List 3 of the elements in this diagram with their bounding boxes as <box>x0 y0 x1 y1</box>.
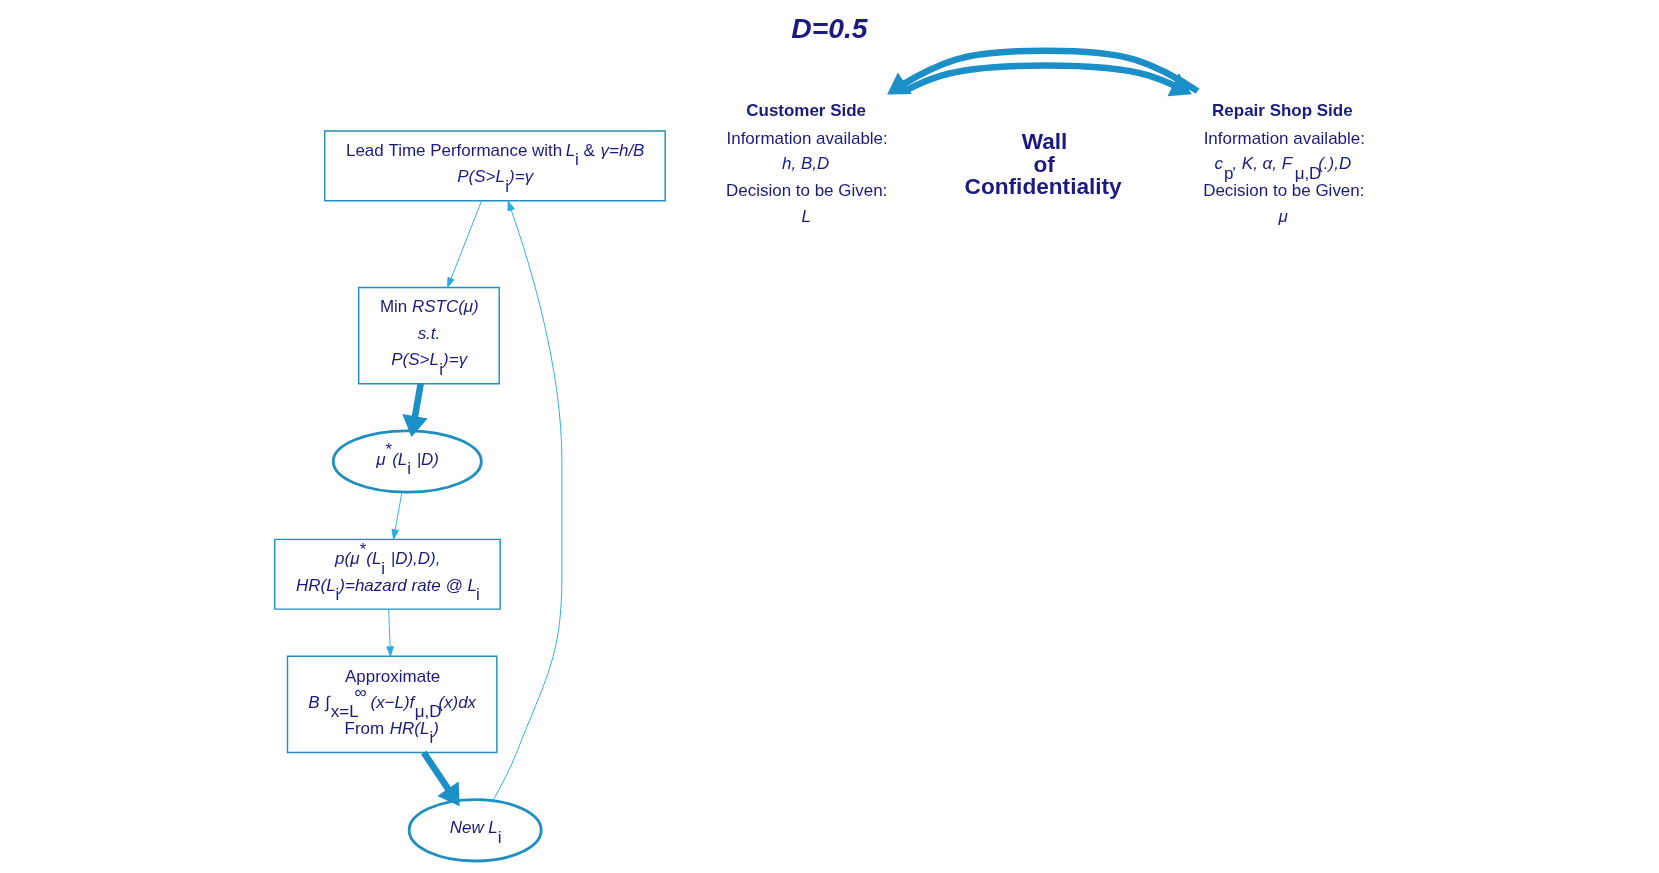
label: Wall of Confidentiality <box>964 129 1122 200</box>
diagram-title: D=0.5 <box>791 11 868 44</box>
node-text: Customer Side Information available: h, B,D Decision to be Given: L <box>726 101 888 226</box>
